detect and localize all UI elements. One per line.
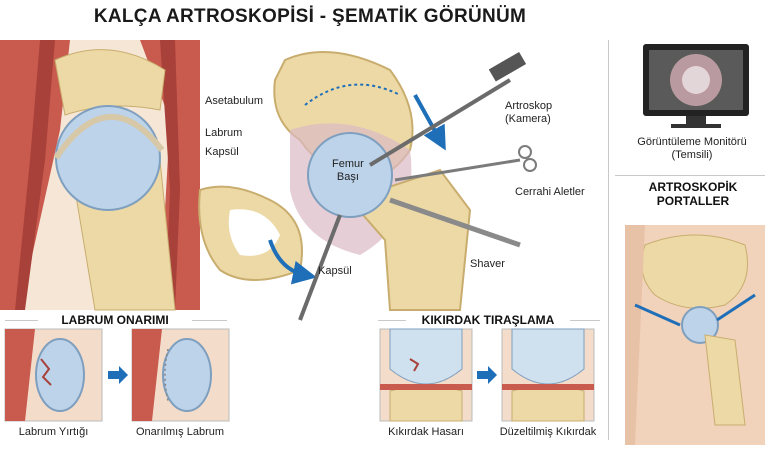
horizontal-divider: [615, 175, 765, 176]
label-shaver: Shaver: [470, 258, 505, 270]
label-instruments: Cerrahi Aletler: [515, 186, 585, 198]
cartilage-title: KIKIRDAK TIRAŞLAMA: [421, 313, 555, 327]
labrum-tear-illustration: [4, 328, 103, 422]
cartilage-title-rule-left: [378, 320, 406, 321]
labrum-repair-title: LABRUM ONARIMI: [61, 313, 169, 327]
label-capsule-bottom: Kapsül: [318, 265, 352, 277]
cartilage-damage-illustration: [379, 328, 473, 422]
arrow-right-icon-2: [477, 366, 497, 384]
portals-title: ARTROSKOPİK PORTALLER: [648, 180, 738, 208]
label-femoral-head: Femur Başı: [332, 158, 364, 183]
cartilage-smoothed-illustration: [501, 328, 595, 422]
label-labrum: Labrum: [205, 127, 243, 139]
labrum-repaired-illustration: [131, 328, 230, 422]
vertical-divider: [608, 40, 609, 440]
labrum-tear-label: Labrum Yırtığı: [18, 426, 89, 438]
labrum-repaired-label: Onarılmış Labrum: [135, 426, 225, 438]
left-closeup-illustration: [0, 40, 200, 311]
monitor-caption: Görüntüleme Monitörü (Temsili): [637, 136, 747, 161]
cartilage-smoothed-label: Düzeltilmiş Kıkırdak: [499, 426, 597, 438]
arrow-right-icon: [108, 366, 128, 384]
label-capsule-top: Kapsül: [205, 146, 239, 158]
labrum-title-rule-left: [5, 320, 38, 321]
cartilage-title-rule-right: [570, 320, 600, 321]
monitor-icon: [643, 44, 749, 128]
portals-illustration: [625, 225, 765, 445]
label-acetabulum: Asetabulum: [205, 95, 264, 107]
label-arthroscope: Artroskop (Kamera): [505, 100, 553, 125]
diagram-title: KALÇA ARTROSKOPİSİ - ŞEMATİK GÖRÜNÜM: [93, 6, 527, 27]
main-hip-illustration: [198, 51, 537, 321]
labrum-title-rule-right: [192, 320, 227, 321]
cartilage-damage-label: Kıkırdak Hasarı: [388, 426, 464, 438]
